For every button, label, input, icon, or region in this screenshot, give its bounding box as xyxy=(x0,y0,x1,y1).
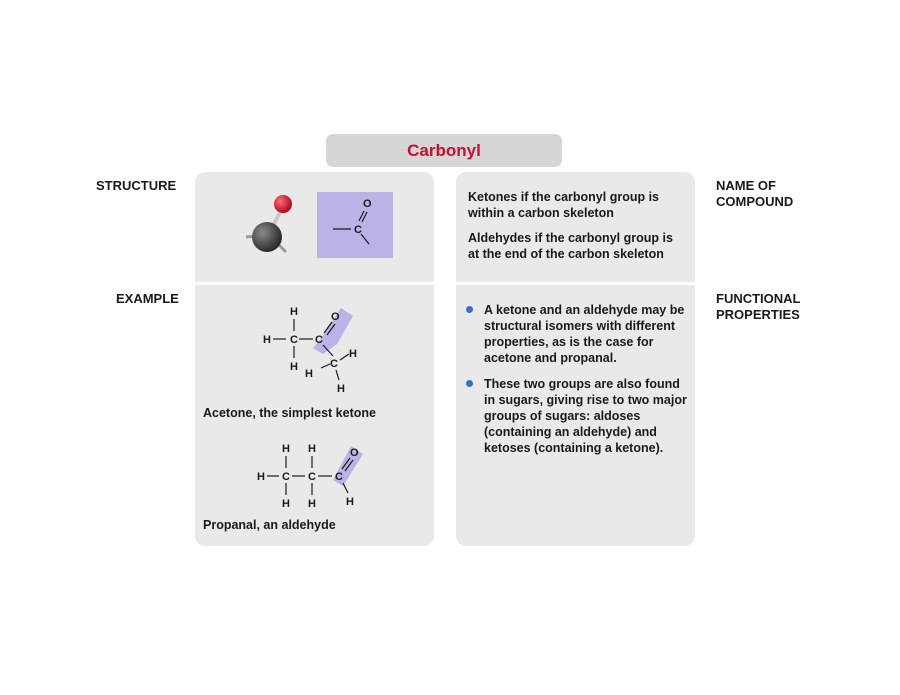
svg-text:H: H xyxy=(282,443,290,455)
propanal-caption: Propanal, an aldehyde xyxy=(203,518,336,532)
bullet-dot-icon xyxy=(466,306,473,313)
svg-text:H: H xyxy=(263,334,271,346)
svg-text:H: H xyxy=(346,496,354,508)
svg-text:H: H xyxy=(257,471,265,483)
svg-text:H: H xyxy=(308,443,316,455)
example-panel xyxy=(195,285,434,546)
atom-C: C xyxy=(354,224,362,236)
aldehydes-description: Aldehydes if the carbonyl group is at th… xyxy=(468,231,673,261)
carbonyl-group-structure: O C xyxy=(317,192,393,258)
name-of-compound-label: NAME OF COMPOUND xyxy=(716,178,794,209)
svg-text:H: H xyxy=(305,368,313,380)
svg-text:H: H xyxy=(308,498,316,510)
svg-text:H: H xyxy=(290,306,298,318)
svg-text:O: O xyxy=(331,311,340,323)
svg-text:C: C xyxy=(335,471,343,483)
svg-text:O: O xyxy=(350,447,359,459)
bullet-dot-icon xyxy=(466,380,473,387)
title-pill: Carbonyl xyxy=(326,134,562,167)
propanal-structure: H H H C C C O H H H xyxy=(257,443,363,510)
svg-text:H: H xyxy=(290,361,298,373)
svg-text:C: C xyxy=(315,334,323,346)
acetone-caption: Acetone, the simplest ketone xyxy=(203,406,376,420)
svg-text:C: C xyxy=(290,334,298,346)
property-item: A ketone and an aldehyde may be structur… xyxy=(484,303,685,365)
name-panel xyxy=(456,172,695,282)
svg-text:C: C xyxy=(282,471,290,483)
carbon-atom xyxy=(252,222,282,252)
structure-panel xyxy=(195,172,434,282)
acetone-structure: H H C H C O C H H H xyxy=(263,306,357,395)
svg-text:H: H xyxy=(282,498,290,510)
structure-label: STRUCTURE xyxy=(96,178,177,193)
svg-text:C: C xyxy=(308,471,316,483)
oxygen-atom xyxy=(274,195,292,213)
svg-text:H: H xyxy=(349,348,357,360)
example-label: EXAMPLE xyxy=(116,291,179,306)
properties-panel xyxy=(456,285,695,546)
ball-and-stick-model xyxy=(245,195,292,254)
ketones-description: Ketones if the carbonyl group is within … xyxy=(468,190,659,220)
atom-O: O xyxy=(363,198,372,210)
diagram-title: Carbonyl xyxy=(407,140,481,160)
svg-text:C: C xyxy=(330,358,338,370)
property-item: These two groups are also found in sugar… xyxy=(484,377,687,455)
svg-text:H: H xyxy=(337,383,345,395)
functional-properties-label: FUNCTIONAL PROPERTIES xyxy=(716,291,801,322)
